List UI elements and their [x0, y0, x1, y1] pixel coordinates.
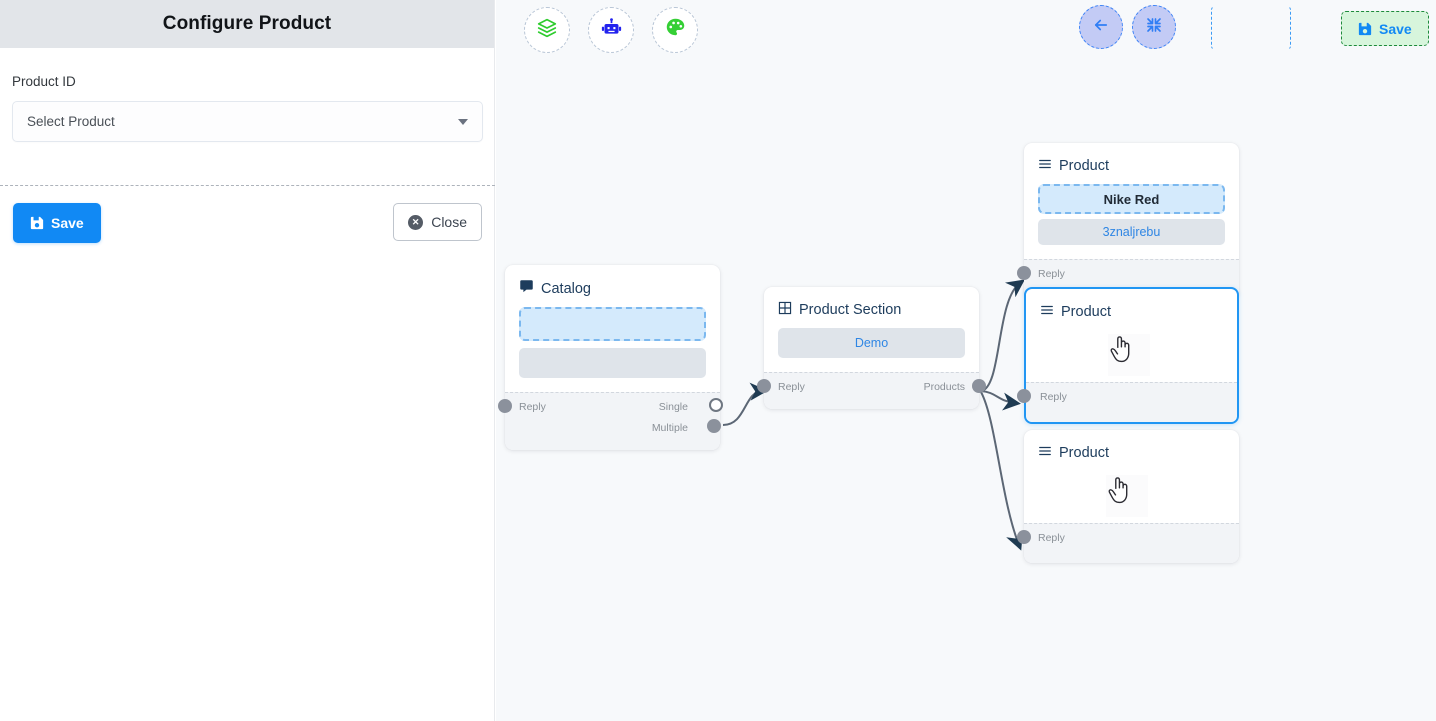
product-section-port-reply-label: Reply [778, 381, 805, 393]
close-button[interactable]: ✕ Close [393, 203, 482, 241]
node-catalog-body [505, 307, 720, 392]
chevron-down-icon [458, 118, 468, 125]
product-1-chip-code[interactable]: 3znaljrebu [1038, 219, 1225, 245]
toolbar-stack-button[interactable] [524, 7, 570, 53]
catalog-port-reply[interactable] [498, 399, 512, 413]
edge-section-to-product-1 [980, 279, 1025, 392]
product-section-port-products[interactable] [972, 379, 986, 393]
panel-header: Configure Product [0, 0, 494, 48]
node-product-section-body: Demo [764, 328, 979, 372]
product-2-port-reply-label: Reply [1040, 391, 1067, 403]
catalog-port-reply-label: Reply [519, 401, 546, 413]
node-product-3-header: Product [1024, 430, 1239, 471]
node-catalog-title: Catalog [541, 280, 591, 297]
product-1-port-reply[interactable] [1017, 266, 1031, 280]
catalog-port-multiple-label: Multiple [651, 422, 688, 434]
node-catalog[interactable]: Catalog Reply Single Multiple [498, 265, 723, 450]
palette-icon [665, 17, 686, 43]
product-1-port-reply-label: Reply [1038, 268, 1065, 280]
node-product-2-header: Product [1026, 289, 1237, 330]
empty-dashed-slot [1211, 6, 1291, 50]
node-product-2-body [1026, 330, 1237, 382]
node-product-3-footer: Reply [1017, 523, 1239, 563]
edge-section-to-product-2 [980, 390, 1021, 411]
panel-body: Product ID Select Product [0, 48, 494, 142]
panel-divider [0, 185, 495, 186]
node-product-3[interactable]: Product Reply [1017, 430, 1239, 563]
node-product-2[interactable]: Product Reply [1017, 287, 1239, 424]
back-button[interactable] [1079, 5, 1123, 49]
close-button-label: Close [431, 214, 467, 230]
floppy-disk-icon [1358, 22, 1372, 36]
product-2-port-reply[interactable] [1017, 389, 1031, 403]
fit-to-screen-button[interactable] [1132, 5, 1176, 49]
comment-icon [519, 279, 534, 298]
node-product-1[interactable]: Product Nike Red 3znaljrebu Reply [1017, 143, 1239, 299]
stack-icon [537, 18, 557, 43]
canvas-save-label: Save [1379, 20, 1412, 37]
node-product-3-body [1024, 471, 1239, 523]
node-product-section-header: Product Section [764, 287, 979, 328]
floppy-disk-icon [30, 216, 44, 230]
node-product-section-footer: Reply Products [757, 372, 986, 409]
product-select-value: Select Product [27, 114, 115, 129]
catalog-port-single-label: Single [658, 401, 688, 413]
flow-canvas[interactable]: Save Catalog Reply Single Multiple [496, 0, 1436, 721]
toolbar-bot-button[interactable] [588, 7, 634, 53]
product-id-label: Product ID [12, 74, 76, 89]
list-icon [1038, 157, 1052, 175]
catalog-chip-dashed[interactable] [519, 307, 706, 341]
node-product-1-header: Product [1024, 143, 1239, 184]
configure-product-panel: Configure Product Product ID Select Prod… [0, 0, 495, 721]
node-product-section-title: Product Section [799, 302, 902, 318]
arrow-left-icon [1092, 16, 1110, 39]
grid-icon [778, 301, 792, 319]
node-product-3-title: Product [1059, 445, 1109, 461]
list-icon [1038, 444, 1052, 462]
edge-section-to-product-3 [980, 391, 1023, 551]
node-catalog-header: Catalog [505, 265, 720, 307]
node-product-2-title: Product [1061, 304, 1111, 320]
product-3-port-reply-label: Reply [1038, 532, 1065, 544]
node-product-1-body: Nike Red 3znaljrebu [1024, 184, 1239, 259]
product-section-chip-demo[interactable]: Demo [778, 328, 965, 358]
robot-icon [601, 17, 622, 43]
hand-cursor-image [1108, 334, 1150, 376]
compress-arrows-icon [1145, 16, 1163, 39]
close-circle-icon: ✕ [408, 214, 424, 230]
product-section-port-reply[interactable] [757, 379, 771, 393]
catalog-port-single[interactable] [709, 398, 723, 412]
product-3-port-reply[interactable] [1017, 530, 1031, 544]
canvas-save-button[interactable]: Save [1341, 11, 1429, 46]
node-product-section[interactable]: Product Section Demo Reply Products [757, 287, 986, 409]
list-icon [1040, 303, 1054, 321]
panel-footer-actions: Save ✕ Close [0, 186, 495, 243]
save-button[interactable]: Save [13, 203, 101, 243]
node-product-2-footer: Reply [1017, 382, 1237, 422]
product-section-port-products-label: Products [923, 381, 965, 393]
catalog-chip-gray[interactable] [519, 348, 706, 378]
toolbar-theme-button[interactable] [652, 7, 698, 53]
save-button-label: Save [51, 215, 84, 231]
node-product-1-title: Product [1059, 158, 1109, 174]
hand-cursor-image [1106, 475, 1148, 517]
product-select[interactable]: Select Product [12, 101, 483, 142]
edge-catalog-to-section [722, 382, 768, 426]
node-catalog-footer: Reply Single Multiple [498, 392, 723, 450]
product-1-chip-name[interactable]: Nike Red [1038, 184, 1225, 214]
page-title: Configure Product [162, 13, 332, 34]
catalog-port-multiple[interactable] [707, 419, 721, 433]
